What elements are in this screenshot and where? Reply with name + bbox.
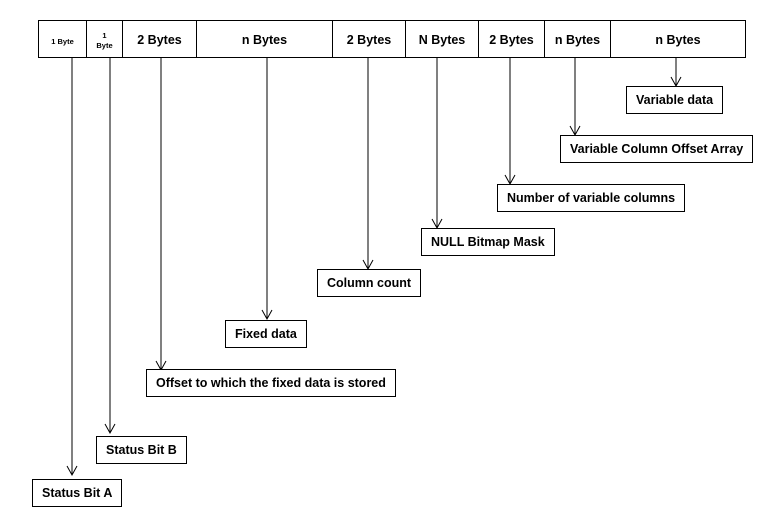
arrow-column-count: [362, 58, 374, 271]
label-status-bit-a: Status Bit A: [32, 479, 123, 507]
label-null-bitmap-mask: NULL Bitmap Mask: [421, 228, 555, 256]
arrow-fixed-data: [261, 58, 273, 321]
cell-column-count-size: 2 Bytes: [332, 20, 406, 58]
cell-null-bitmap-size: N Bytes: [405, 20, 479, 58]
label-fixed-data: Fixed data: [225, 320, 307, 348]
arrow-status-bit-b: [104, 58, 116, 435]
cell-fixed-data-offset-size: 2 Bytes: [122, 20, 197, 58]
arrow-variable-data: [670, 58, 682, 88]
arrow-fixed-data-offset: [155, 58, 167, 372]
label-fixed-data-offset: Offset to which the fixed data is stored: [146, 369, 396, 397]
cell-variable-data-size: n Bytes: [610, 20, 746, 58]
label-variable-data: Variable data: [626, 86, 724, 114]
label-number-of-variable-columns: Number of variable columns: [497, 184, 686, 212]
cell-variable-offset-array-size: n Bytes: [544, 20, 611, 58]
cell-status-bit-a-size: 1 Byte: [38, 20, 87, 58]
arrow-null-bitmap: [431, 58, 443, 230]
arrow-variable-column-count: [504, 58, 516, 186]
arrow-variable-offset-array: [569, 58, 581, 137]
label-column-count: Column count: [317, 269, 422, 297]
label-status-bit-b: Status Bit B: [96, 436, 187, 464]
arrow-status-bit-a: [66, 58, 78, 477]
cell-variable-column-count-size: 2 Bytes: [478, 20, 545, 58]
cell-status-bit-b-size: 1 Byte: [86, 20, 123, 58]
cell-fixed-data-size: n Bytes: [196, 20, 333, 58]
label-variable-column-offset-array: Variable Column Offset Array: [560, 135, 754, 163]
